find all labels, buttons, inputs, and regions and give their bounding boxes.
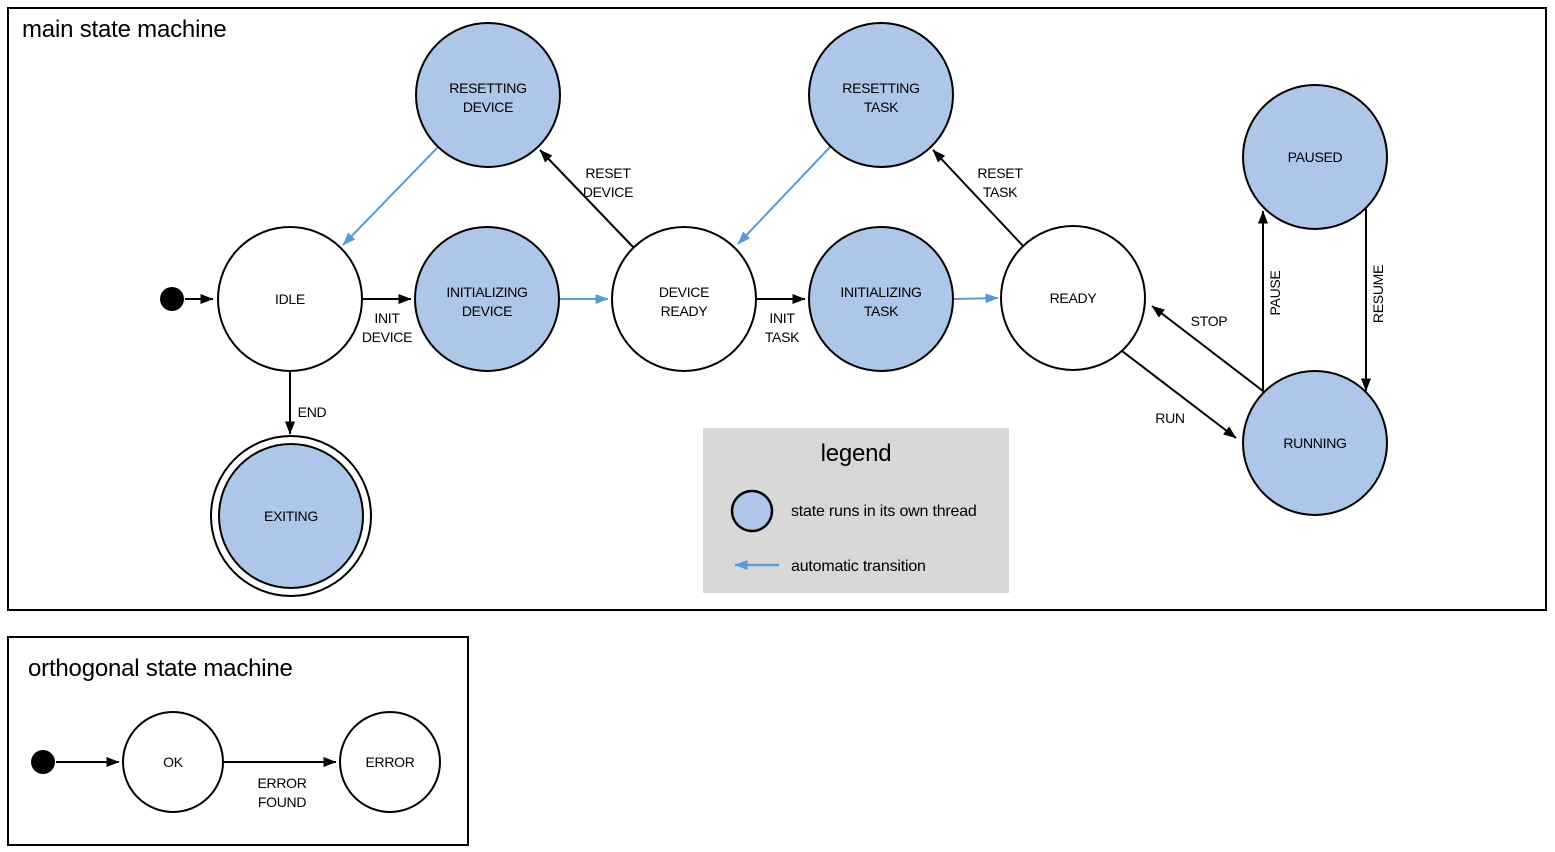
orthogonal-initial-state-dot — [31, 750, 55, 774]
state-paused-circle — [1242, 84, 1388, 230]
state-running-circle — [1242, 370, 1388, 516]
state-ok: OK — [122, 711, 224, 813]
transition-running-to-ready-stop — [1151, 305, 1264, 392]
state-running: RUNNING — [1242, 370, 1388, 516]
transition-initializing-task-to-ready — [953, 293, 999, 304]
transition-resetting-device-to-idle — [342, 146, 439, 246]
state-label-ready: READY — [1050, 290, 1098, 306]
transition-resetting-task-to-device-ready — [737, 145, 832, 245]
state-resetting-device-circle — [415, 22, 561, 168]
transition-label-paused-to-running-resume: RESUME — [1370, 265, 1386, 323]
state-label-running: RUNNING — [1283, 435, 1346, 451]
state-label-paused: PAUSED — [1288, 149, 1343, 165]
state-exiting: EXITING — [210, 435, 372, 597]
state-label-error: ERROR — [365, 754, 414, 770]
orthogonal-machine-title: orthogonal state machine — [28, 655, 293, 682]
transition-label-running-to-ready-stop: STOP — [1191, 313, 1228, 329]
main-machine-title: main state machine — [22, 16, 227, 43]
state-ready-circle — [1000, 225, 1146, 371]
state-error: ERROR — [339, 711, 441, 813]
state-initializing-device-circle — [414, 226, 560, 372]
state-ok-circle — [122, 711, 224, 813]
legend: legend state runs in its own thread automa… — [703, 428, 1009, 593]
transition-label-running-to-paused-pause: PAUSE — [1267, 271, 1283, 316]
state-idle: IDLE — [217, 226, 363, 372]
transition-label-idle-to-exiting-end: END — [298, 404, 327, 420]
state-idle-circle — [217, 226, 363, 372]
main-machine-frame — [7, 7, 1547, 611]
state-paused: PAUSED — [1242, 84, 1388, 230]
state-ready: READY — [1000, 225, 1146, 371]
state-resetting-task-circle — [808, 22, 954, 168]
legend-title: legend — [821, 440, 892, 467]
legend-item-label-threaded-state: state runs in its own thread — [791, 503, 977, 520]
state-label-exiting: EXITING — [264, 508, 318, 524]
transition-label-ready-to-running-run: RUN — [1155, 410, 1184, 426]
legend-item-label-automatic-transition: automatic transition — [791, 558, 926, 575]
transition-ready-to-resetting-task — [932, 149, 1025, 248]
main-initial-state-dot — [160, 287, 184, 311]
state-error-circle — [339, 711, 441, 813]
transition-ready-to-running-run — [1121, 350, 1237, 439]
transition-device-ready-to-resetting-device — [539, 149, 635, 249]
state-exiting-circle — [218, 443, 364, 589]
legend-threaded-state-icon — [730, 489, 774, 533]
state-label-idle: IDLE — [275, 291, 305, 307]
orthogonal-machine-frame — [7, 636, 469, 846]
state-label-ok: OK — [163, 754, 184, 770]
state-initializing-task-circle — [808, 226, 954, 372]
state-device-ready-circle — [611, 226, 757, 372]
